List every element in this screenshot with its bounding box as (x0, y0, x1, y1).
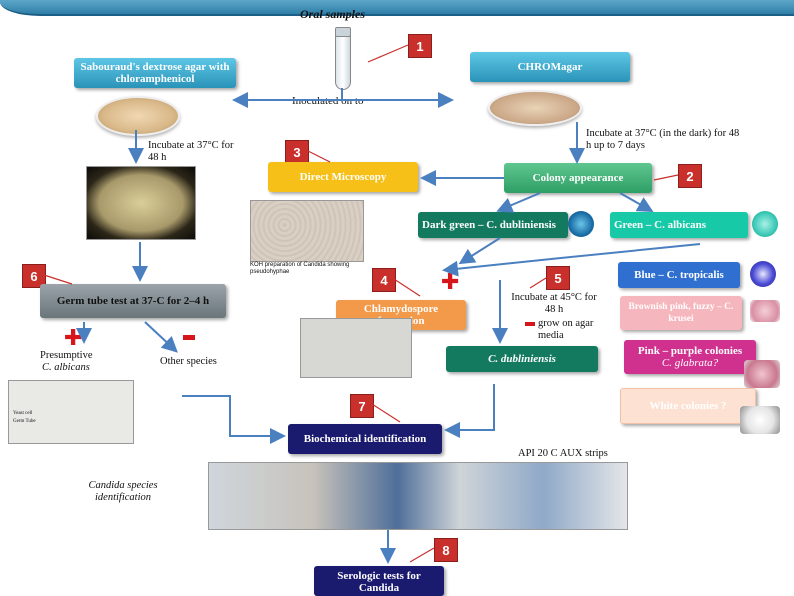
blue-colony-icon (750, 261, 776, 287)
dark-green-box: Dark green – C. dubliniensis (418, 212, 568, 238)
step-marker-8: 8 (434, 538, 458, 562)
white-colony-icon (740, 406, 780, 434)
step-marker-4: 4 (372, 268, 396, 292)
blue-box: Blue – C. tropicalis (618, 262, 740, 288)
presumptive-species: C. albicans (42, 362, 90, 373)
candida-species-label: Candida species identification (88, 480, 158, 503)
other-species-label: Other species (160, 356, 217, 367)
green-colony-icon (752, 211, 778, 237)
chlamydospore-photo (300, 318, 412, 378)
c-dubliniensis-box: C. dubliniensis (446, 346, 598, 372)
oral-samples-title: Oral samples (300, 7, 366, 21)
grow-label: grow on agar media (538, 318, 594, 341)
test-tube-icon (335, 27, 351, 90)
minus-icon (183, 335, 195, 340)
incubate-chrom-label: Incubate at 37°C (in the dark) for 48 h … (586, 128, 740, 151)
grow-minus-icon (525, 322, 535, 326)
germ-tube-box: Germ tube test at 37-C for 2–4 h (40, 284, 226, 318)
agar-plate-photo (86, 166, 196, 240)
direct-microscopy-box: Direct Microscopy (268, 162, 418, 192)
colony-appearance-box: Colony appearance (504, 163, 652, 193)
white-colonies-box: White colonies ? (620, 388, 756, 424)
step-marker-3: 3 (285, 140, 309, 164)
chlamydospore-plus-icon: ✚ (441, 270, 460, 295)
pink-colony-icon (750, 300, 780, 322)
petri-dish-icon (96, 96, 180, 136)
chromagar-box: CHROMagar (470, 52, 630, 82)
green-box: Green – C. albicans (610, 212, 748, 238)
step-marker-2: 2 (678, 164, 702, 188)
sabouraud-box: Sabouraud's dextrose agar with chloramph… (74, 58, 236, 88)
incubate-45-label: Incubate at 45°C for 48 h (511, 292, 597, 315)
step-marker-7: 7 (350, 394, 374, 418)
yeast-cell-caption: Yeast cell (13, 411, 33, 416)
pink-purple-box: Pink – purple colonies C. glabrata? (624, 340, 756, 374)
chromagar-dish-icon (488, 90, 582, 126)
top-banner (0, 0, 794, 16)
brownish-pink-box: Brownish pink, fuzzy – C. krusei (620, 296, 742, 330)
purple-colony-icon (744, 360, 780, 388)
step-marker-5: 5 (546, 266, 570, 290)
pink-purple-line2: C. glabrata? (661, 357, 719, 369)
germ-tube-caption: Germ Tube (13, 419, 36, 424)
pink-purple-line1: Pink – purple colonies (637, 345, 743, 357)
germ-tube-photo: Yeast cell Germ Tube (8, 380, 134, 444)
dark-green-colony-icon (568, 211, 594, 237)
koh-caption: KOH preparation of Candida showing pseud… (250, 262, 350, 275)
koh-microscopy-photo (250, 200, 364, 262)
incubate-sab-label: Incubate at 37°C for 48 h (148, 140, 234, 163)
biochemical-box: Biochemical identification (288, 424, 442, 454)
api-label: API 20 C AUX strips (518, 448, 608, 459)
presumptive-label: Presumptive (40, 350, 93, 361)
api-strips-photo (208, 462, 628, 530)
step-marker-1: 1 (408, 34, 432, 58)
